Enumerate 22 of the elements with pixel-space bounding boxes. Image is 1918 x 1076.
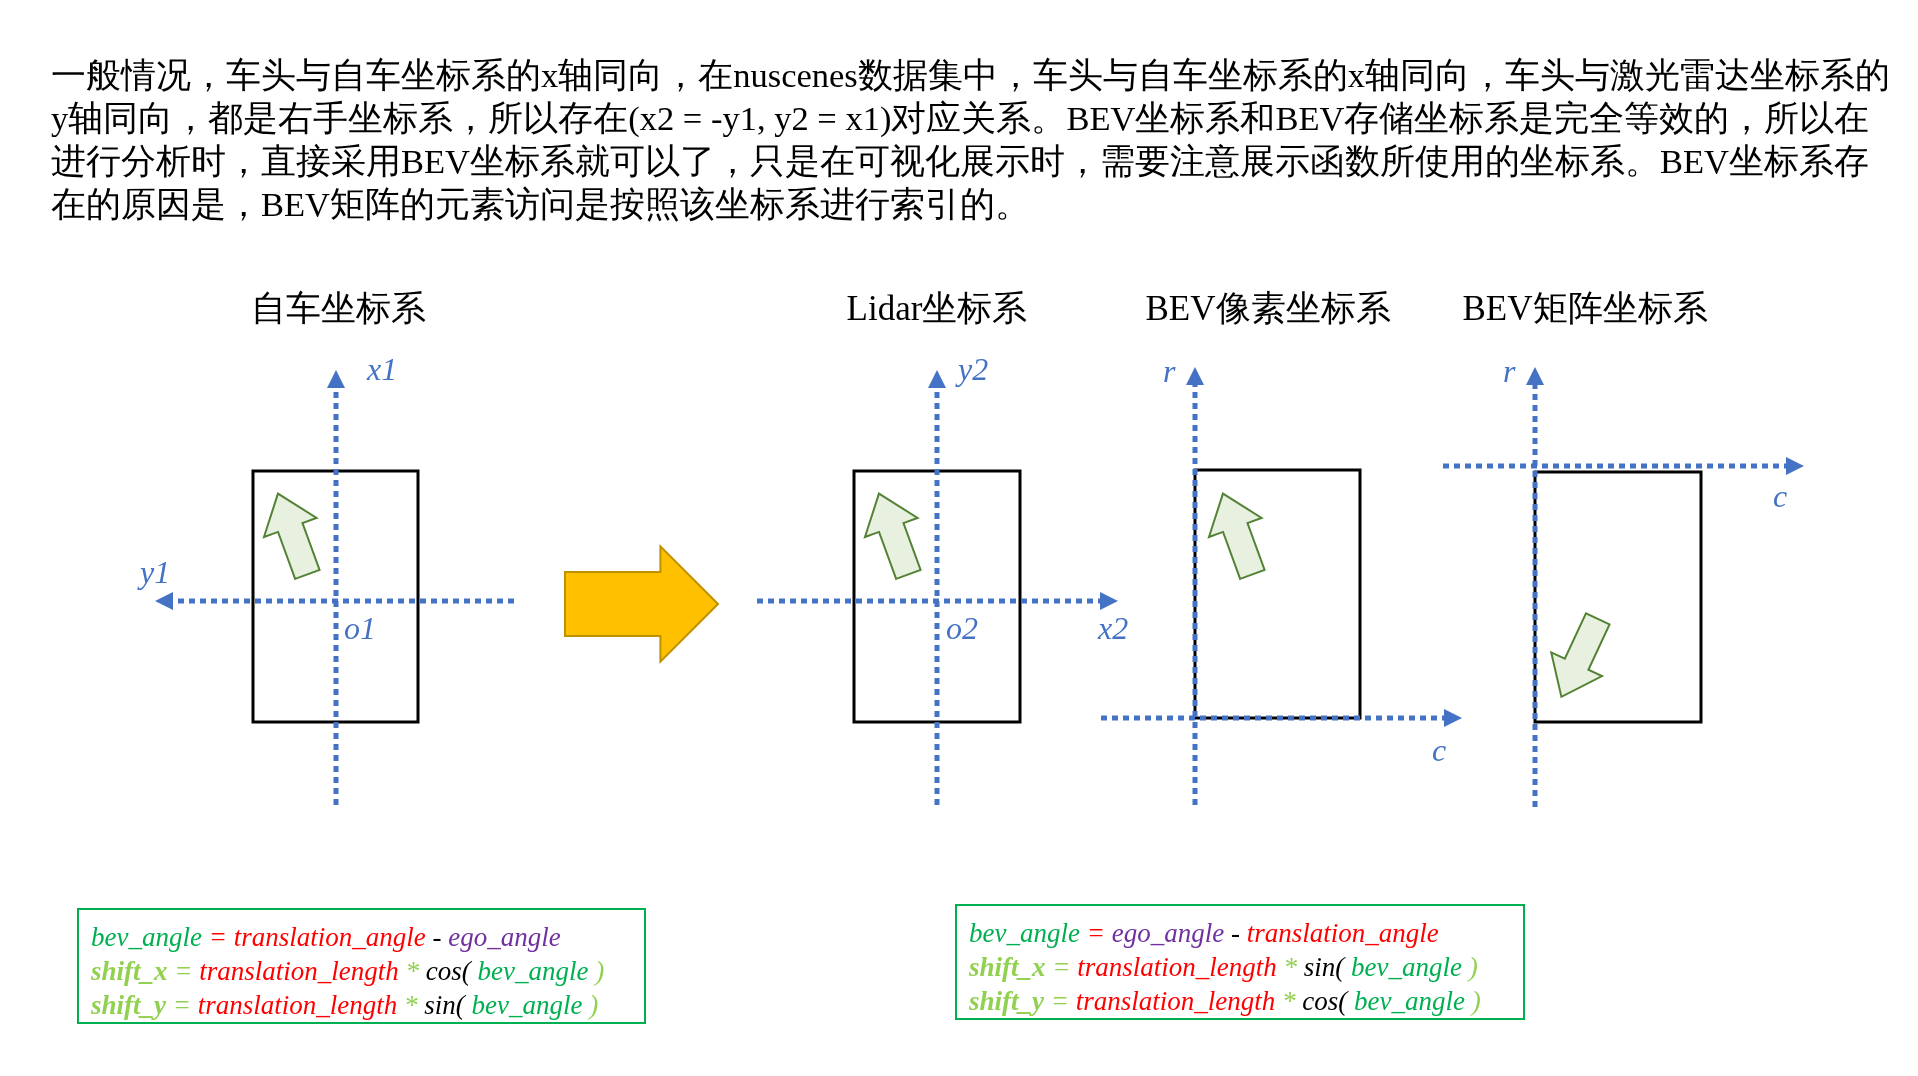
description-paragraph: 一般情况，车头与自车坐标系的x轴同向，在nuscenes数据集中，车头与自车坐标系的x轴同向，车头与激光雷达坐标系的y轴同向，都是右手坐标系，所以存在(x2 = -y1, y2 = x1)对应关系。BEV坐标系和BEV存储坐标系是完全等效的，所以在进行分析时，直接采用BEV坐标系就可以了，只是在可视化展示时，需要注意展示函数所使用的坐标系。BEV坐标系存在的原因是，BEV矩阵的元素访问是按照该坐标系进行索引的。 (51, 55, 1891, 225)
axis-label: r (1503, 355, 1516, 387)
axis-label: o1 (344, 612, 376, 644)
panel-title: Lidar坐标系 (845, 288, 1029, 330)
formula-box (77, 908, 646, 1024)
formula-line: shift_x = translation_length * sin( bev_angle ) (969, 951, 1479, 984)
formula-line: shift_y = translation_length * cos( bev_angle ) (969, 985, 1482, 1018)
axis-label: c (1773, 480, 1788, 512)
axis-label: x2 (1098, 612, 1129, 644)
block-arrow (564, 544, 720, 664)
formula-box (955, 904, 1525, 1020)
axis-label: x1 (367, 353, 398, 385)
panel-title: BEV像素坐标系 (1144, 288, 1392, 330)
axis-label: o2 (946, 612, 978, 644)
panel-title: BEV矩阵坐标系 (1461, 288, 1709, 330)
formula-line: bev_angle = ego_angle - translation_angle (969, 917, 1440, 950)
axis-label: r (1163, 355, 1176, 387)
formula-line: shift_x = translation_length * cos( bev_angle ) (91, 955, 606, 988)
axis-label: c (1432, 734, 1447, 766)
formula-line: bev_angle = translation_angle - ego_angle (91, 921, 562, 954)
panel-title: 自车坐标系 (249, 288, 427, 330)
formula-line: shift_y = translation_length * sin( bev_angle ) (91, 989, 600, 1022)
